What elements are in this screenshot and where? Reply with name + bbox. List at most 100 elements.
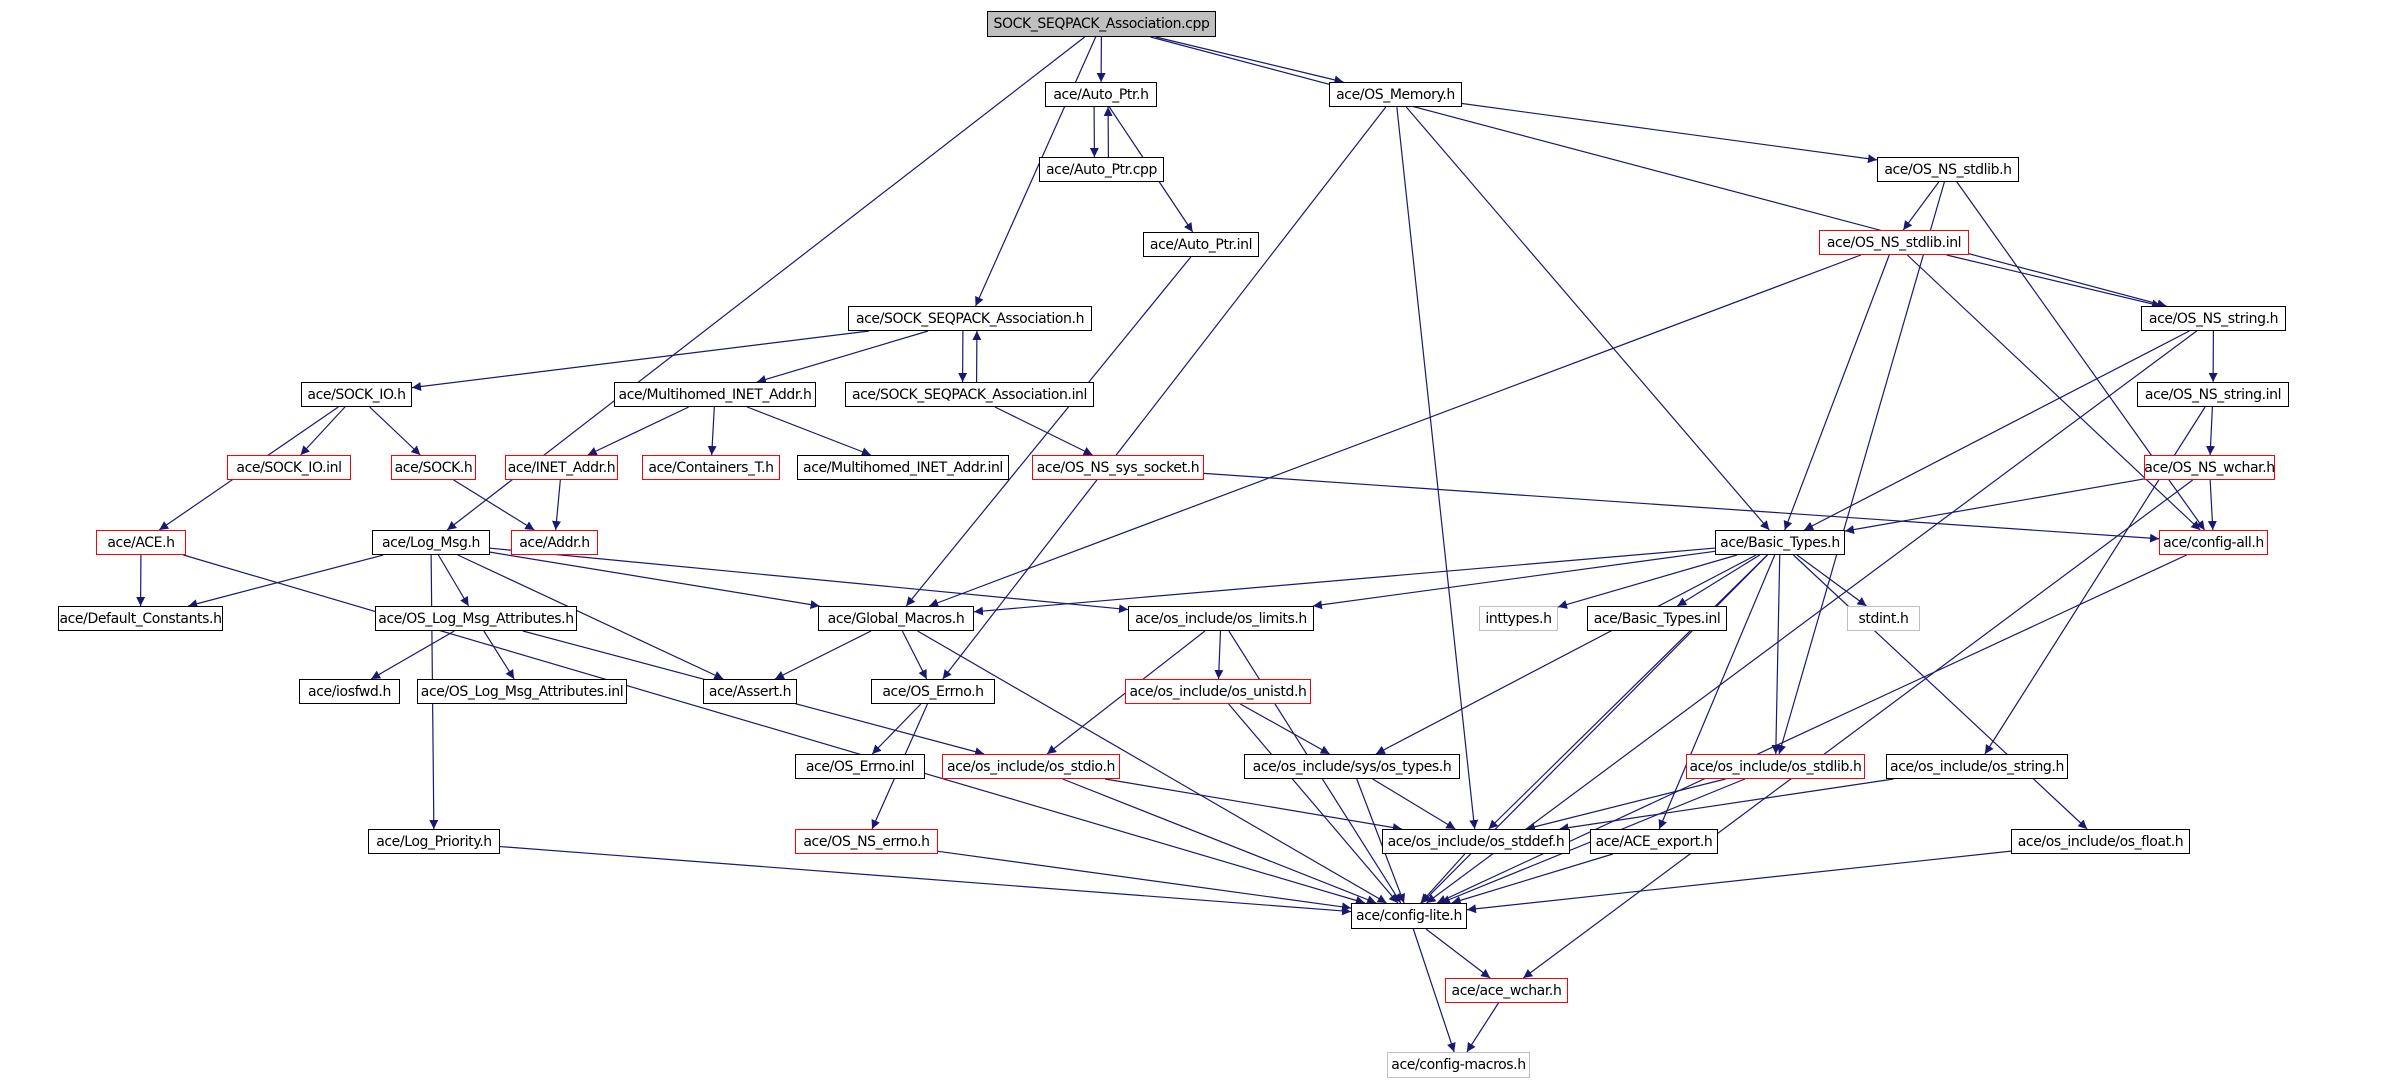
node-multihomed-inet-addr-inl[interactable]: ace/Multihomed_INET_Addr.inl [797,455,1009,480]
edge-os_log_msg_attr_h-to-iosfwd_h [370,630,455,680]
node-ace-wchar-h[interactable]: ace/ace_wchar.h [1445,978,1568,1003]
node-root[interactable]: SOCK_SEQPACK_Association.cpp [987,11,1216,37]
edge-os_ns_errno_h-to-config_lite_h [937,850,1352,912]
node-os-errno-inl[interactable]: ace/OS_Errno.inl [795,754,925,779]
node-os-memory-h[interactable]: ace/OS_Memory.h [1329,82,1462,107]
edge-os_ns_stdlib_h-to-os_ns_stdlib_inl [1902,181,1940,231]
node-config-all-h[interactable]: ace/config-all.h [2159,530,2268,555]
node-label: ace/Log_Priority.h [376,833,492,850]
node-log-priority-h[interactable]: ace/Log_Priority.h [368,829,500,854]
node-os-ns-errno-h[interactable]: ace/OS_NS_errno.h [795,829,938,854]
node-stdint-h[interactable]: stdint.h [1847,606,1920,631]
edge-os_stddef_h-to-config_lite_h [1420,853,1466,904]
edge-log_msg_h-to-assert_h [457,554,724,680]
node-inttypes-h[interactable]: inttypes.h [1479,606,1558,631]
node-sock-h[interactable]: ace/SOCK.h [391,455,476,480]
node-containers-t-h[interactable]: ace/Containers_T.h [642,455,780,480]
node-config-lite-h[interactable]: ace/config-lite.h [1351,903,1467,929]
node-os-stdlib-h[interactable]: ace/os_include/os_stdlib.h [1686,754,1865,779]
node-label: ace/Auto_Ptr.inl [1149,236,1253,253]
edge-os_ns_wchar_h-to-ace_wchar_h [1522,479,2194,979]
node-label: ace/OS_NS_errno.h [803,833,930,850]
node-os-ns-stdlib-inl[interactable]: ace/OS_NS_stdlib.inl [1819,230,1969,255]
node-os-ns-sys-socket-h[interactable]: ace/OS_NS_sys_socket.h [1032,455,1204,480]
edge-basic_types_h-to-os_stdlib_h [1771,554,1781,755]
edge-config_lite_h-to-config_macros_h [1412,928,1456,1053]
node-label: ace/SOCK_IO.inl [236,459,342,476]
node-label: ace/Global_Macros.h [827,610,965,627]
edge-os_log_msg_attr_h-to-os_log_msg_attr_inl [483,630,515,680]
node-os-stdio-h[interactable]: ace/os_include/os_stdio.h [942,754,1120,779]
edge-os_types_h-to-config_lite_h [1356,778,1406,904]
edge-os_limits_h-to-os_unistd_h [1214,630,1224,680]
edge-inet_addr_h-to-addr_h [552,479,561,531]
edge-root-to-sock_seqpack_h [975,36,1097,307]
edge-multihomed_h-to-multihomed_inl [746,406,872,456]
edge-basic_types_h-to-ace_export_h [1658,554,1776,830]
node-label: SOCK_SEQPACK_Association.cpp [993,16,1210,32]
node-os-limits-h[interactable]: ace/os_include/os_limits.h [1128,606,1314,631]
node-config-macros-h[interactable]: ace/config-macros.h [1387,1052,1530,1078]
edge-os_ns_stdlib_inl-to-os_ns_string_h [1946,254,2162,309]
edge-os_types_h-to-os_stddef_h [1372,778,1456,830]
edge-os_memory_h-to-basic_types_h [1405,106,1770,531]
edge-os_float_h-to-config_lite_h [1466,850,2012,914]
node-label: stdint.h [1858,610,1909,627]
node-label: ace/ACE.h [107,534,175,551]
node-label: ace/OS_Log_Msg_Attributes.inl [420,683,624,700]
node-label: ace/OS_Log_Msg_Attributes.h [378,610,574,627]
node-label: ace/iosfwd.h [308,683,391,700]
node-label: ace/Basic_Types.inl [1593,610,1721,627]
node-auto-ptr-cpp[interactable]: ace/Auto_Ptr.cpp [1039,157,1164,182]
node-assert-h[interactable]: ace/Assert.h [703,679,797,704]
edge-basic_types_h-to-os_stddef_h [1488,554,1768,830]
node-basic-types-inl[interactable]: ace/Basic_Types.inl [1587,606,1727,631]
node-os-string-h[interactable]: ace/os_include/os_string.h [1886,754,2068,779]
node-sock-io-inl[interactable]: ace/SOCK_IO.inl [227,455,351,480]
node-inet-addr-h[interactable]: ace/INET_Addr.h [505,455,618,480]
node-label: ace/SOCK_SEQPACK_Association.inl [851,386,1088,403]
edge-sock_io_h-to-sock_io_inl [300,406,346,456]
node-ace-h[interactable]: ace/ACE.h [96,530,186,555]
node-label: ace/ACE_export.h [1595,833,1713,850]
node-sock-seqpack-association-inl[interactable]: ace/SOCK_SEQPACK_Association.inl [845,382,1094,407]
node-os-ns-stdlib-h[interactable]: ace/OS_NS_stdlib.h [1877,157,2019,182]
node-os-unistd-h[interactable]: ace/os_include/os_unistd.h [1125,679,1311,704]
node-label: ace/Default_Constants.h [59,610,222,627]
node-iosfwd-h[interactable]: ace/iosfwd.h [299,679,400,704]
node-label: ace/OS_NS_stdlib.h [1884,161,2012,178]
node-os-ns-wchar-h[interactable]: ace/OS_NS_wchar.h [2144,455,2275,480]
node-log-msg-h[interactable]: ace/Log_Msg.h [372,530,490,555]
edge-os_ns_stdlib_inl-to-config_all_h [1906,254,2201,531]
node-os-types-h[interactable]: ace/os_include/sys/os_types.h [1244,754,1460,779]
node-os-ns-string-h[interactable]: ace/OS_NS_string.h [2141,306,2286,331]
node-label: ace/os_include/os_limits.h [1135,610,1307,627]
edge-os_stdlib_h-to-os_stddef_h [1525,778,1726,832]
edge-os_ns_string_h-to-basic_types_h [1803,330,2190,531]
node-os-log-msg-attributes-h[interactable]: ace/OS_Log_Msg_Attributes.h [375,606,577,631]
node-sock-io-h[interactable]: ace/SOCK_IO.h [301,382,412,407]
node-auto-ptr-inl[interactable]: ace/Auto_Ptr.inl [1143,232,1259,257]
edge-root-to-os_ns_string_h [1150,36,2167,309]
edge-os_unistd_h-to-os_types_h [1240,703,1330,755]
node-os-stddef-h[interactable]: ace/os_include/os_stddef.h [1382,829,1570,854]
node-sock-seqpack-association-h[interactable]: ace/SOCK_SEQPACK_Association.h [848,306,1092,331]
node-ace-export-h[interactable]: ace/ACE_export.h [1590,829,1718,854]
edge-auto_ptr_inl-to-global_macros_h [905,256,1192,607]
node-os-errno-h[interactable]: ace/OS_Errno.h [871,679,995,704]
edge-log_msg_h-to-os_log_msg_attr_h [437,554,470,607]
node-label: ace/os_include/os_float.h [2017,833,2184,850]
node-basic-types-h[interactable]: ace/Basic_Types.h [1715,530,1845,555]
edge-global_macros_h-to-os_errno_h [901,630,928,680]
node-global-macros-h[interactable]: ace/Global_Macros.h [818,606,974,631]
node-addr-h[interactable]: ace/Addr.h [511,530,598,555]
node-os-ns-string-inl[interactable]: ace/OS_NS_string.inl [2137,382,2289,407]
node-auto-ptr-h[interactable]: ace/Auto_Ptr.h [1045,82,1157,107]
node-default-constants-h[interactable]: ace/Default_Constants.h [58,606,223,631]
node-label: ace/Log_Msg.h [382,534,480,551]
node-multihomed-inet-addr-h[interactable]: ace/Multihomed_INET_Addr.h [614,382,816,407]
node-os-log-msg-attributes-inl[interactable]: ace/OS_Log_Msg_Attributes.inl [417,679,627,704]
node-os-float-h[interactable]: ace/os_include/os_float.h [2011,829,2190,854]
edge-ace_wchar_h-to-config_macros_h [1466,1002,1499,1053]
